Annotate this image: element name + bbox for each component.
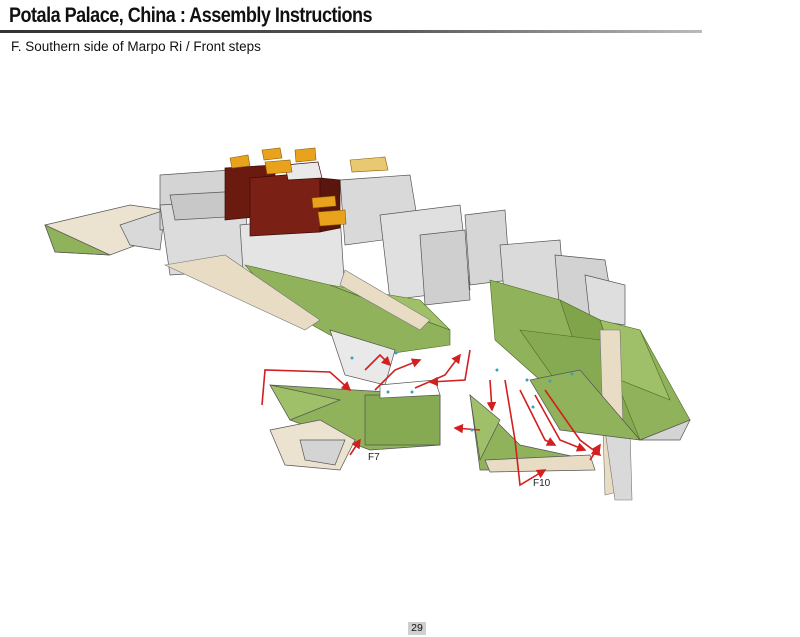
page-number: 29 [408,622,426,635]
part-label-f10: F10 [533,478,550,489]
part-label-f7: F7 [368,452,380,463]
lower-left-pieces [270,330,440,470]
left-slope [45,205,165,255]
